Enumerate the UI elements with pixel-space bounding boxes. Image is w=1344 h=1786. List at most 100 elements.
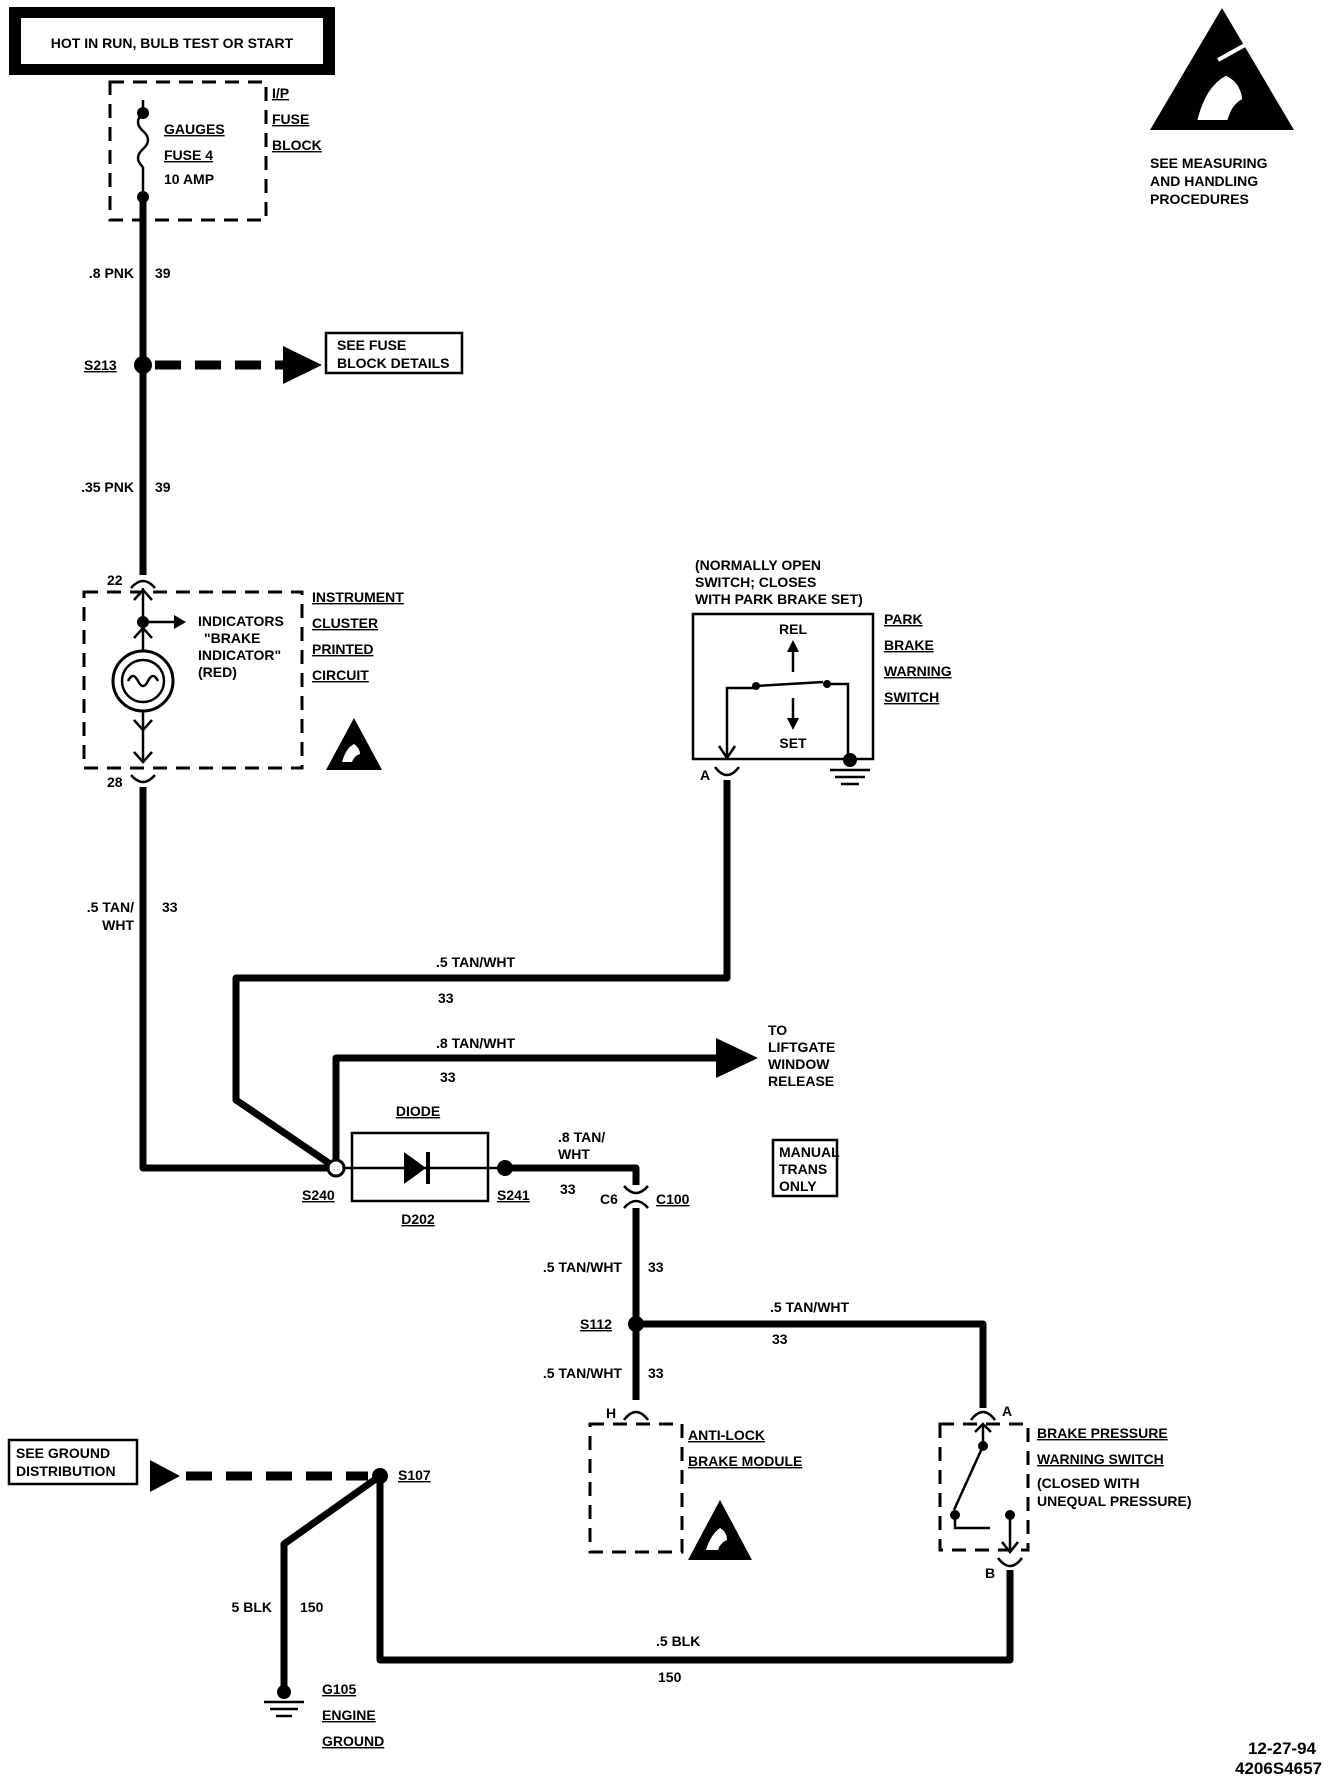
wire-7-circuit: 33 — [648, 1259, 664, 1275]
fuse-rating: 10 AMP — [164, 171, 214, 187]
manual-trans-1: MANUAL — [779, 1144, 840, 1160]
fuse-details-note-box — [324, 331, 464, 375]
park-switch-name-4: SWITCH — [884, 689, 939, 705]
pressure-pin-b: B — [985, 1565, 995, 1581]
wire-1-gauge: .8 PNK — [89, 265, 134, 281]
ground-name-2: ENGINE — [322, 1707, 376, 1723]
wire-3-circuit: 33 — [162, 899, 178, 915]
park-switch-note-2: SWITCH; CLOSES — [695, 574, 816, 590]
footer-date: 12-27-94 — [1248, 1739, 1317, 1758]
wire-11-circuit: 150 — [658, 1669, 682, 1685]
fuse-number: FUSE 4 — [164, 147, 213, 163]
fuse-icon — [136, 112, 150, 168]
wire-2-circuit: 39 — [155, 479, 171, 495]
indicator-label-4: (RED) — [198, 664, 237, 680]
splice-s240-label: S240 — [302, 1187, 335, 1203]
splice-s240 — [326, 1158, 346, 1178]
abs-pin: H — [606, 1405, 616, 1421]
splice-s112-label: S112 — [580, 1316, 612, 1332]
power-label: HOT IN RUN, BULB TEST OR START — [51, 35, 294, 51]
esd-notice-line-3: PROCEDURES — [1150, 191, 1249, 207]
liftgate-label-1: TO — [768, 1022, 787, 1038]
esd-notice-line-2: AND HANDLING — [1150, 173, 1258, 189]
wire-9-circuit: 33 — [648, 1365, 664, 1381]
fuse-details-note-2: BLOCK DETAILS — [337, 355, 450, 371]
diode-title: DIODE — [396, 1103, 440, 1119]
abs-name-1: ANTI-LOCK — [688, 1427, 765, 1443]
fuse-block-name-1: I/P — [272, 85, 289, 101]
park-switch-name-2: BRAKE — [884, 637, 934, 653]
pressure-pin-a: A — [1002, 1403, 1012, 1419]
wire-5-circuit: 33 — [440, 1069, 456, 1085]
wire-1-circuit: 39 — [155, 265, 171, 281]
park-switch-name-3: WARNING — [884, 663, 952, 679]
cluster-pin-top: 22 — [107, 572, 123, 588]
wire-8-gauge: .5 TAN/WHT — [770, 1299, 850, 1315]
cluster-esd-icon — [326, 718, 382, 770]
engine-ground-icon — [264, 1700, 304, 1718]
manual-trans-box — [771, 1138, 839, 1198]
connector-c100-pin: C6 — [600, 1191, 618, 1207]
wire-6-gauge-2: WHT — [558, 1146, 590, 1162]
footer-code: 4206S4657 — [1235, 1759, 1322, 1778]
pressure-pin-b-connector — [997, 1557, 1023, 1568]
pressure-switch-outline — [938, 1422, 1030, 1552]
abs-esd-icon — [688, 1500, 752, 1560]
wire-6-gauge-1: .8 TAN/ — [558, 1129, 605, 1145]
cluster-pin-22-connector — [130, 579, 156, 589]
esd-warning-icon — [1150, 8, 1294, 130]
indicator-label-2: "BRAKE — [204, 630, 260, 646]
arrow-ground-distribution — [150, 1460, 180, 1492]
fuse-block-name-2: FUSE — [272, 111, 309, 127]
arrow-to-liftgate — [716, 1038, 758, 1078]
splice-s241-label: S241 — [497, 1187, 530, 1203]
cluster-name-3: PRINTED — [312, 641, 373, 657]
ground-note-box — [7, 1438, 139, 1486]
liftgate-label-3: WINDOW — [768, 1056, 830, 1072]
park-switch-set: SET — [779, 735, 807, 751]
abs-name-2: BRAKE MODULE — [688, 1453, 802, 1469]
abs-module-outline — [588, 1422, 684, 1554]
manual-trans-2: TRANS — [779, 1161, 827, 1177]
wire-11-gauge: .5 BLK — [656, 1633, 700, 1649]
fuse-name: GAUGES — [164, 121, 225, 137]
wire-7-gauge: .5 TAN/WHT — [543, 1259, 623, 1275]
connector-c100-icon — [623, 1185, 649, 1209]
wire-3-gauge-1: .5 TAN/ — [87, 899, 134, 915]
cluster-name-2: CLUSTER — [312, 615, 378, 631]
cluster-name-4: CIRCUIT — [312, 667, 369, 683]
liftgate-label-4: RELEASE — [768, 1073, 834, 1089]
liftgate-label-2: LIFTGATE — [768, 1039, 835, 1055]
splice-s213-label: S213 — [84, 357, 117, 373]
pressure-pin-a-connector — [970, 1410, 996, 1421]
indicator-label-3: INDICATOR" — [198, 647, 281, 663]
arrow-to-fuse-details — [283, 346, 322, 384]
fuse-block-outline — [108, 80, 268, 222]
wire-5-gauge: .8 TAN/WHT — [436, 1035, 516, 1051]
pressure-name-3: (CLOSED WITH — [1037, 1475, 1140, 1491]
park-switch-name-1: PARK — [884, 611, 923, 627]
ground-note-1: SEE GROUND — [16, 1445, 110, 1461]
fuse-block-name-3: BLOCK — [272, 137, 322, 153]
park-switch-ground-icon — [830, 768, 870, 786]
splice-s213 — [134, 356, 152, 374]
ground-note-2: DISTRIBUTION — [16, 1463, 116, 1479]
wire-4-gauge: .5 TAN/WHT — [436, 954, 516, 970]
cluster-pin-28-connector — [130, 774, 156, 784]
ground-name-3: GROUND — [322, 1733, 384, 1749]
cluster-pin-bottom: 28 — [107, 774, 123, 790]
connector-c100-name: C100 — [656, 1191, 690, 1207]
fuse-details-note-1: SEE FUSE — [337, 337, 406, 353]
diode-icon — [404, 1152, 430, 1184]
manual-trans-3: ONLY — [779, 1178, 817, 1194]
park-switch-note-1: (NORMALLY OPEN — [695, 557, 821, 573]
brake-indicator-bulb-icon — [111, 649, 175, 713]
park-switch-rel: REL — [779, 621, 807, 637]
cluster-name-1: INSTRUMENT — [312, 589, 404, 605]
wire-4-circuit: 33 — [438, 990, 454, 1006]
park-switch-box — [691, 612, 875, 761]
wire-6-circuit: 33 — [560, 1181, 576, 1197]
park-switch-pin: A — [700, 767, 710, 783]
esd-notice-line-1: SEE MEASURING — [1150, 155, 1268, 171]
